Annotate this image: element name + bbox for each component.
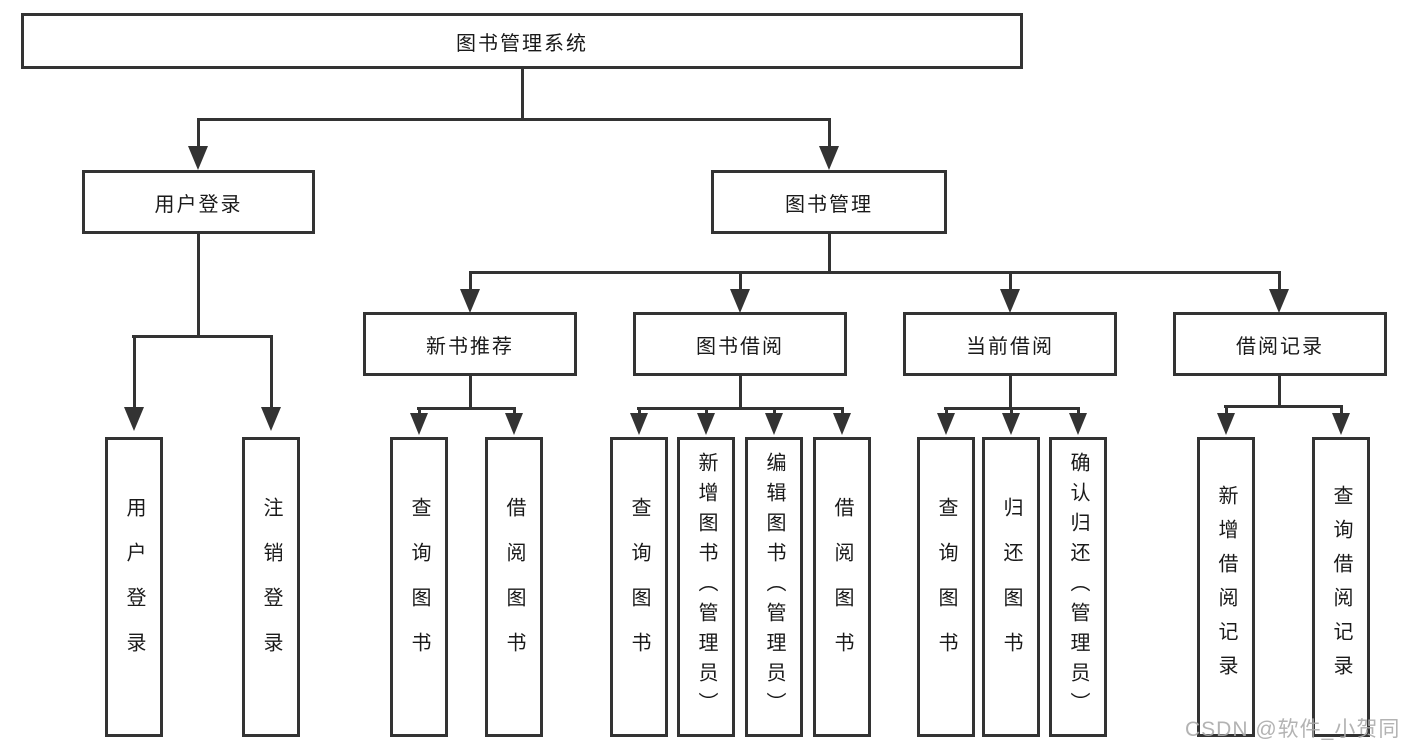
edge-to-leaf-logout xyxy=(270,335,273,407)
edge-to-leaf xyxy=(945,407,948,415)
node-label: 查询图书 xyxy=(408,497,430,677)
edge-to-leaf xyxy=(1340,405,1343,415)
edge-to-leaf xyxy=(705,407,708,415)
arrow-down-icon xyxy=(833,413,851,435)
node-user-login: 用户登录 xyxy=(82,170,315,234)
node-label: 查询图书 xyxy=(935,497,957,677)
csdn-watermark: CSDN @软件_小贺同学 xyxy=(1185,718,1401,741)
arrow-down-icon xyxy=(460,289,480,313)
leaf-return-book: 归还图书 xyxy=(982,437,1040,737)
edge-to-new-book-recommendation xyxy=(469,271,472,291)
node-label: 确认归还（管理员） xyxy=(1067,452,1089,722)
node-label: 查询借阅记录 xyxy=(1330,485,1352,689)
node-borrowing-records: 借阅记录 xyxy=(1173,312,1387,376)
edge-to-current-borrowing xyxy=(1009,271,1012,291)
arrow-down-icon xyxy=(819,146,839,170)
leaf-edit-book-admin: 编辑图书（管理员） xyxy=(745,437,803,737)
leaf-add-borrow-record: 新增借阅记录 xyxy=(1197,437,1255,737)
edge-records-branch xyxy=(1224,405,1343,408)
arrow-down-icon xyxy=(1332,413,1350,435)
arrow-down-icon xyxy=(1000,289,1020,313)
edge-to-leaf-user-login xyxy=(133,335,136,407)
leaf-confirm-return-admin: 确认归还（管理员） xyxy=(1049,437,1107,737)
edge-to-leaf xyxy=(1010,407,1013,415)
leaf-logout: 注销登录 xyxy=(242,437,300,737)
node-label: 新增借阅记录 xyxy=(1215,485,1237,689)
arrow-down-icon xyxy=(765,413,783,435)
edge-current-stem xyxy=(1009,376,1012,407)
arrow-down-icon xyxy=(261,407,281,431)
node-new-book-recommendation: 新书推荐 xyxy=(363,312,577,376)
edge-root-branch xyxy=(197,118,831,121)
node-book-management: 图书管理 xyxy=(711,170,947,234)
edge-borrowing-branch xyxy=(637,407,844,410)
node-current-borrowing: 当前借阅 xyxy=(903,312,1117,376)
edge-book-management-stem xyxy=(828,234,831,273)
arrow-down-icon xyxy=(188,146,208,170)
edge-borrowing-stem xyxy=(739,376,742,407)
node-library-management-system: 图书管理系统 xyxy=(21,13,1023,69)
node-label: 图书借阅 xyxy=(696,335,784,358)
edge-to-leaf xyxy=(638,407,641,415)
node-label: 图书管理 xyxy=(785,193,873,216)
edge-to-leaf xyxy=(513,407,516,415)
arrow-down-icon xyxy=(630,413,648,435)
arrow-down-icon xyxy=(1217,413,1235,435)
leaf-borrow-books-under-borrowing: 借阅图书 xyxy=(813,437,871,737)
node-label: 归还图书 xyxy=(1000,497,1022,677)
leaf-query-books-under-current: 查询图书 xyxy=(917,437,975,737)
node-label: 编辑图书（管理员） xyxy=(763,452,785,722)
arrow-down-icon xyxy=(1002,413,1020,435)
edge-user-login-stem xyxy=(197,234,200,335)
edge-to-leaf xyxy=(1077,407,1080,415)
edge-to-leaf xyxy=(773,407,776,415)
arrow-down-icon xyxy=(410,413,428,435)
edge-to-book-management xyxy=(828,118,831,148)
edge-to-leaf xyxy=(841,407,844,415)
node-label: 借阅图书 xyxy=(503,497,525,677)
edge-to-borrowing-records xyxy=(1278,271,1281,291)
node-label: 注销登录 xyxy=(260,497,282,677)
arrow-down-icon xyxy=(1069,413,1087,435)
edge-user-login-branch xyxy=(132,335,273,338)
edge-to-book-borrowing xyxy=(739,271,742,291)
leaf-query-books-under-recommend: 查询图书 xyxy=(390,437,448,737)
node-label: 借阅记录 xyxy=(1236,335,1324,358)
edge-to-user-login xyxy=(197,118,200,148)
arrow-down-icon xyxy=(937,413,955,435)
edge-to-leaf xyxy=(1225,405,1228,415)
node-label: 当前借阅 xyxy=(966,335,1054,358)
arrow-down-icon xyxy=(505,413,523,435)
edge-records-stem xyxy=(1278,376,1281,405)
arrow-down-icon xyxy=(697,413,715,435)
arrow-down-icon xyxy=(730,289,750,313)
edge-to-leaf xyxy=(418,407,421,415)
leaf-user-login: 用户登录 xyxy=(105,437,163,737)
node-book-borrowing: 图书借阅 xyxy=(633,312,847,376)
leaf-borrow-books-under-recommend: 借阅图书 xyxy=(485,437,543,737)
leaf-add-book-admin: 新增图书（管理员） xyxy=(677,437,735,737)
arrow-down-icon xyxy=(1269,289,1289,313)
edge-recommend-stem xyxy=(469,376,472,407)
node-label: 新增图书（管理员） xyxy=(695,452,717,722)
node-label: 用户登录 xyxy=(154,193,243,216)
node-label: 新书推荐 xyxy=(426,335,514,358)
node-label: 查询图书 xyxy=(628,497,650,677)
edge-root-stem xyxy=(521,69,524,118)
edge-book-management-branch xyxy=(469,271,1281,274)
leaf-query-borrow-record: 查询借阅记录 xyxy=(1312,437,1370,737)
node-label: 用户登录 xyxy=(123,497,145,677)
edge-recommend-branch xyxy=(417,407,516,410)
leaf-query-books-under-borrowing: 查询图书 xyxy=(610,437,668,737)
node-label: 图书管理系统 xyxy=(456,32,588,55)
node-label: 借阅图书 xyxy=(831,497,853,677)
arrow-down-icon xyxy=(124,407,144,431)
